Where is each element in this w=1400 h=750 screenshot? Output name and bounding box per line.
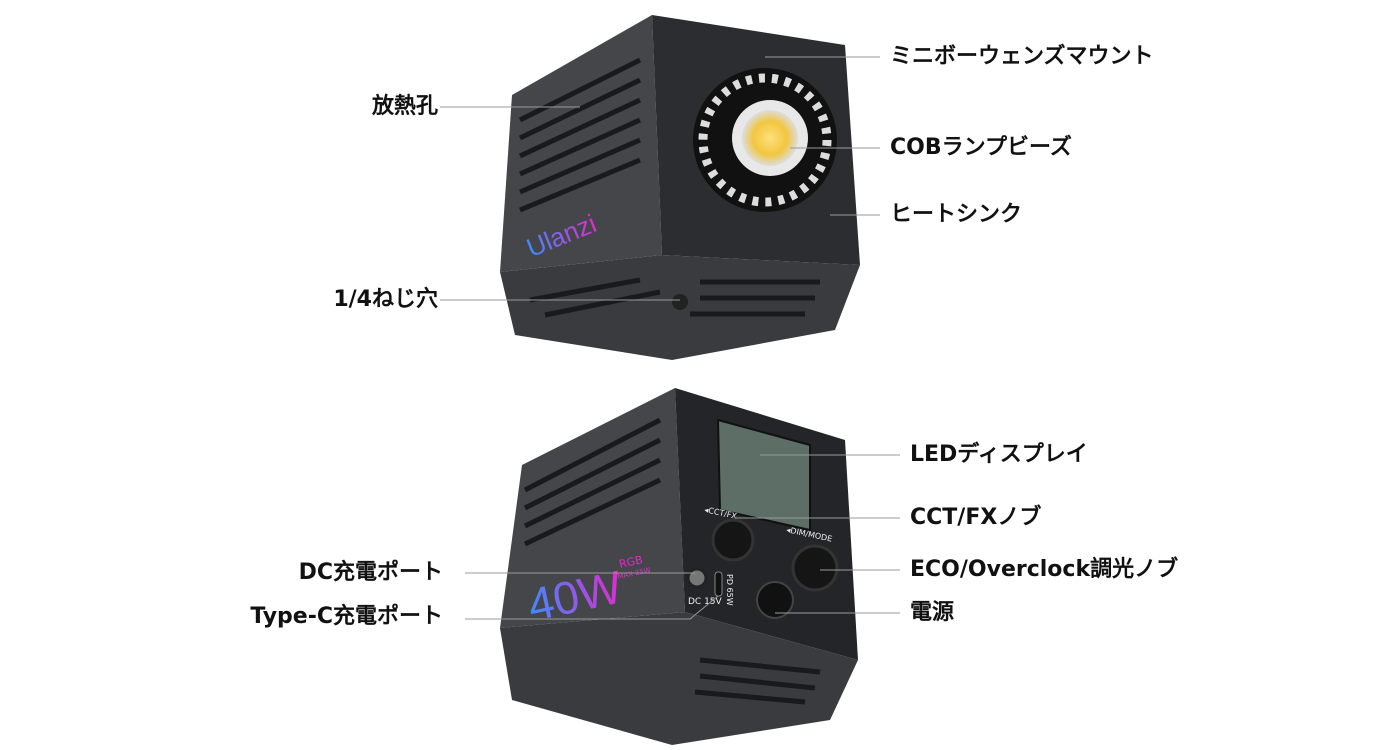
cct-knob[interactable]	[711, 518, 755, 562]
leader-lines	[440, 56, 900, 620]
side-face	[500, 15, 662, 272]
pd-port-text: PD 65W	[725, 574, 734, 606]
label-typec-port: Type-C充電ポート	[250, 604, 443, 629]
eco-knob[interactable]	[791, 544, 839, 592]
label-cct-knob: CCT/FXノブ	[910, 505, 1042, 530]
power-switch[interactable]	[756, 581, 794, 619]
heat-vents	[523, 417, 821, 705]
label-led-display: LEDディスプレイ	[910, 442, 1088, 467]
label-cob: COBランプビーズ	[890, 135, 1072, 160]
dc-port	[686, 567, 708, 589]
dc-port-text: DC 15V	[688, 597, 723, 607]
heat-vents	[518, 57, 820, 318]
light-back-view: ◂CCT/FX ◂DIM/MODE PD 65W DC 15V 40W RGB …	[500, 388, 858, 745]
label-dc-port: DC充電ポート	[298, 560, 443, 585]
bottom-face	[500, 612, 858, 745]
rgb-text: RGB	[618, 553, 644, 571]
heatsink-fins	[698, 73, 832, 207]
screw-hole-icon	[672, 294, 688, 310]
label-eco-knob: ECO/Overclock調光ノブ	[910, 557, 1179, 582]
light-top-view: Ulanzi	[500, 15, 860, 360]
led-display	[716, 418, 811, 532]
label-power: 電源	[910, 600, 955, 625]
cob-lamp	[742, 110, 798, 166]
label-heatsink: ヒートシンク	[890, 202, 1023, 227]
label-screw-hole: 1/4ねじ穴	[333, 287, 438, 312]
typec-port	[714, 571, 723, 597]
label-mount: ミニボーウェンズマウント	[890, 44, 1154, 69]
label-heat-vents: 放熱孔	[371, 94, 438, 119]
